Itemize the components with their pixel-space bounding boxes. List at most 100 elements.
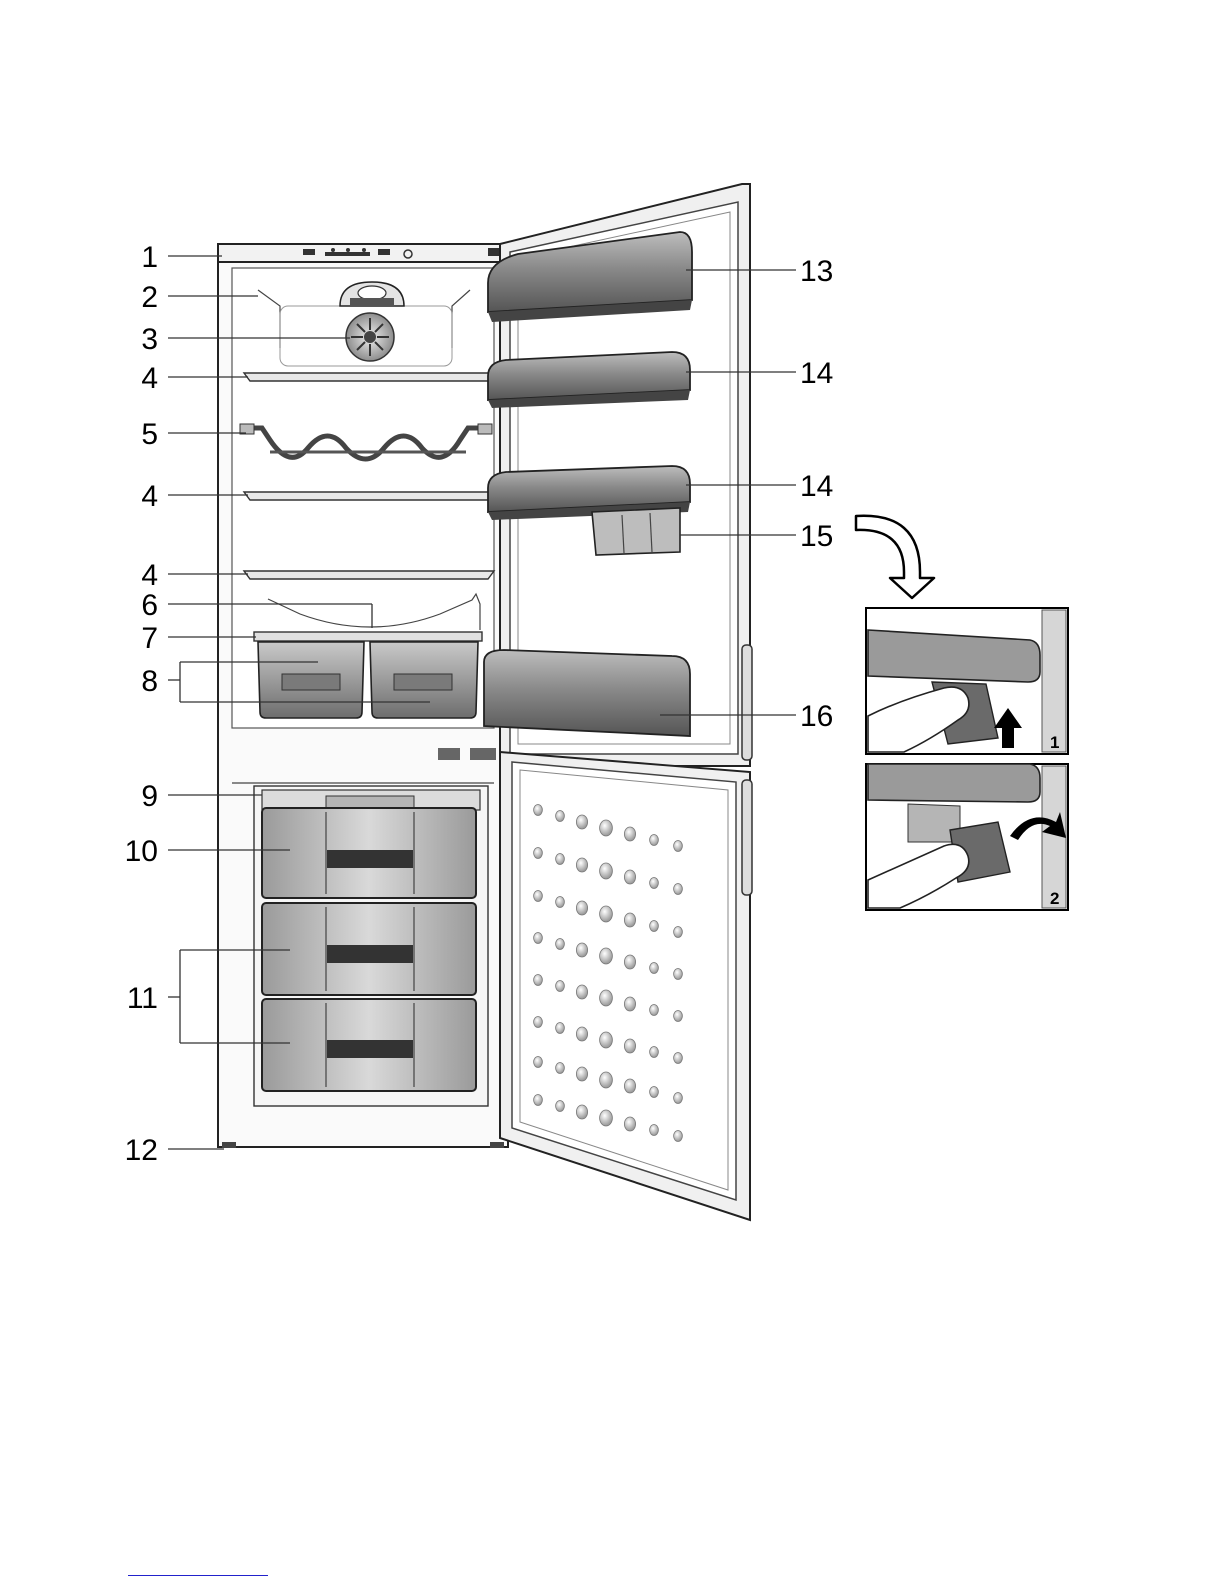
fridge-door — [484, 184, 752, 766]
callout-13: 13 — [800, 255, 833, 288]
door-dimple — [624, 997, 635, 1011]
door-dimple — [650, 1005, 659, 1016]
door-dimple — [556, 1063, 565, 1074]
callout-2: 2 — [141, 281, 158, 314]
door-dimple — [624, 913, 635, 927]
glass-shelf — [244, 373, 494, 381]
callout-10: 10 — [125, 835, 158, 868]
door-dimple — [556, 897, 565, 908]
door-dimple — [600, 820, 613, 836]
door-dimple — [600, 948, 613, 964]
inset-step-2-number: 2 — [1050, 889, 1059, 908]
door-dimple — [576, 858, 587, 872]
door-dimple — [650, 1047, 659, 1058]
door-dimple — [576, 901, 587, 915]
door-dimple — [650, 963, 659, 974]
footer-link-rule — [128, 1575, 268, 1576]
door-dimple — [624, 870, 635, 884]
callout-6: 6 — [141, 589, 158, 622]
door-dimple — [650, 1125, 659, 1136]
cabinet — [218, 244, 508, 1148]
adjustable-foot — [222, 1142, 236, 1148]
door-dimple — [534, 1017, 543, 1028]
inset-step-2: 2 — [866, 764, 1068, 910]
door-dimple — [556, 981, 565, 992]
curved-arrow-icon — [856, 516, 934, 598]
door-dimple — [650, 835, 659, 846]
glass-shelf — [244, 571, 494, 579]
fridge-door-handle — [742, 645, 752, 760]
door-dimple — [674, 1093, 683, 1104]
crisper-cover — [254, 632, 482, 641]
freezer-door-handle — [742, 780, 752, 895]
door-balcony-upper — [488, 352, 690, 408]
door-dimple — [674, 1131, 683, 1142]
inset-step-1-number: 1 — [1050, 733, 1059, 752]
door-dimple — [674, 969, 683, 980]
door-dimple — [600, 1032, 613, 1048]
callout-4-lower: 4 — [141, 559, 158, 592]
callout-9: 9 — [141, 780, 158, 813]
callout-14-upper: 14 — [800, 357, 833, 390]
door-dimple — [576, 1105, 587, 1119]
glass-shelf — [244, 492, 494, 500]
door-dimple — [674, 927, 683, 938]
callout-4-upper: 4 — [141, 362, 158, 395]
door-dimple — [576, 985, 587, 999]
door-dimple — [534, 891, 543, 902]
door-dimple — [534, 933, 543, 944]
door-dimple — [600, 906, 613, 922]
freezer-drawer-middle — [262, 903, 476, 995]
crisper-drawer-left — [258, 642, 364, 718]
egg-holder — [592, 508, 680, 555]
callout-11: 11 — [127, 982, 158, 1015]
door-dimple — [576, 815, 587, 829]
door-dimple — [650, 1087, 659, 1098]
callout-12: 12 — [125, 1134, 158, 1167]
door-dimple — [534, 1057, 543, 1068]
door-dimple — [674, 1011, 683, 1022]
fan-unit — [346, 313, 394, 361]
door-dimple — [556, 1023, 565, 1034]
callout-4-middle: 4 — [141, 480, 158, 513]
door-dimple — [650, 878, 659, 889]
door-dimple — [600, 990, 613, 1006]
door-dimple — [556, 1101, 565, 1112]
callout-8: 8 — [141, 665, 158, 698]
door-dimple — [600, 1110, 613, 1126]
door-dimple — [556, 811, 565, 822]
door-dimple — [534, 848, 543, 859]
door-dimple — [556, 854, 565, 865]
door-dimple — [624, 1039, 635, 1053]
door-dimple — [534, 805, 543, 816]
callout-5: 5 — [141, 418, 158, 451]
callout-3: 3 — [141, 323, 158, 356]
door-dimple — [576, 1027, 587, 1041]
callout-7: 7 — [141, 622, 158, 655]
door-dimple — [556, 939, 565, 950]
freezer-drawer-bottom — [262, 999, 476, 1091]
crisper-drawer-right — [370, 642, 478, 718]
door-dimple — [600, 863, 613, 879]
door-dimple — [674, 841, 683, 852]
door-dimple — [534, 975, 543, 986]
door-dimple — [624, 955, 635, 969]
callout-1: 1 — [141, 241, 158, 274]
door-dimple — [600, 1072, 613, 1088]
door-dimple — [576, 943, 587, 957]
door-dimple — [534, 1095, 543, 1106]
door-dimple — [674, 884, 683, 895]
callout-16: 16 — [800, 700, 833, 733]
door-dimple — [624, 827, 635, 841]
freezer-door — [500, 752, 752, 1220]
bottle-shelf — [484, 650, 690, 736]
door-dimple — [650, 921, 659, 932]
freezer-drawer-top — [262, 808, 476, 898]
door-dimple — [576, 1067, 587, 1081]
door-dimple — [674, 1053, 683, 1064]
door-dimple — [624, 1117, 635, 1131]
callout-14-middle: 14 — [800, 470, 833, 503]
adjustable-foot — [490, 1142, 504, 1148]
callout-15: 15 — [800, 520, 833, 553]
